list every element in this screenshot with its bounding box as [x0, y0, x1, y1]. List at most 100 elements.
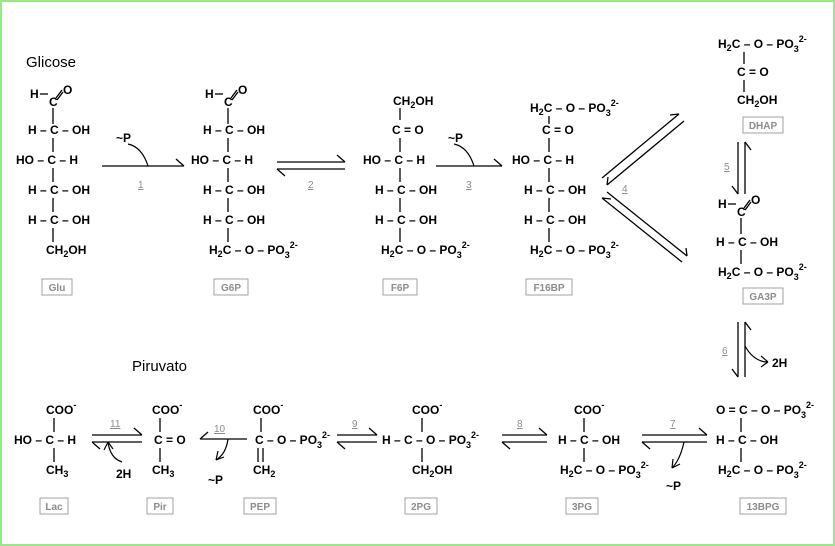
label-box-3pg	[565, 497, 599, 515]
step-number-9: 9	[352, 419, 358, 430]
svg-text:C – O – PO32-: C – O – PO32-	[255, 430, 330, 450]
svg-text:C: C	[737, 205, 746, 219]
svg-text:HO – C – H: HO – C – H	[363, 153, 425, 167]
caption-piruvato: Piruvato	[132, 358, 188, 375]
label-lac: Lac	[45, 502, 63, 513]
svg-text:HO – C – H: HO – C – H	[191, 153, 253, 167]
label-dhap: DHAP	[749, 121, 778, 132]
step-number-5: 5	[724, 162, 730, 173]
molecule-3pg: COO- H – C – OH H2C – O – PO32-	[558, 400, 649, 480]
svg-text:O: O	[238, 83, 247, 97]
svg-text:H: H	[205, 87, 214, 101]
svg-text:H – C – OH: H – C – OH	[558, 433, 620, 447]
svg-text:C: C	[224, 95, 233, 109]
step-number-2: 2	[308, 180, 314, 191]
svg-text:CH3: CH3	[152, 463, 174, 479]
reaction-step-4: 4	[601, 113, 688, 263]
svg-text:CH3: CH3	[46, 463, 68, 479]
svg-text:H – C – OH: H – C – OH	[203, 123, 265, 137]
molecule-dhap: H2C – O – PO32- C = O CH2OH	[718, 34, 807, 109]
caption-glicose: Glicose	[26, 54, 77, 71]
glu-row3: HO – C – H	[16, 153, 78, 167]
label-glu: Glu	[49, 283, 66, 294]
svg-text:COO-: COO-	[253, 400, 283, 417]
svg-text:CH2OH: CH2OH	[412, 463, 452, 479]
svg-text:H – C – OH: H – C – OH	[203, 213, 265, 227]
label-box-f16bp	[525, 278, 573, 296]
svg-text:H – C – OH: H – C – OH	[203, 183, 265, 197]
step-number-10: 10	[214, 424, 226, 435]
label-2pg: 2PG	[411, 502, 431, 513]
svg-text:H – C – OH: H – C – OH	[716, 235, 778, 249]
label-3pg: 3PG	[572, 502, 592, 513]
svg-text:H2C – O – PO32-: H2C – O – PO32-	[718, 34, 807, 54]
label-box-2pg	[404, 497, 438, 515]
svg-text:CH2: CH2	[253, 463, 275, 479]
label-box-ga3p	[742, 287, 784, 305]
svg-text:COO-: COO-	[412, 400, 442, 417]
molecule-pyruvate: COO- C = O CH3	[152, 400, 186, 479]
cofactor-p-step10: ~P	[208, 473, 223, 487]
label-ga3p: GA3P	[749, 292, 777, 303]
label-box-g6p	[213, 278, 249, 296]
svg-text:CH2OH: CH2OH	[393, 94, 433, 110]
molecule-lactate: COO- HO – C – H CH3	[14, 400, 76, 479]
step-number-7: 7	[670, 419, 676, 430]
svg-text:COO-: COO-	[152, 400, 182, 417]
svg-text:H: H	[718, 197, 727, 211]
svg-text:HO – C – H: HO – C – H	[512, 153, 574, 167]
svg-text:H2C – O – PO32-: H2C – O – PO32-	[718, 460, 807, 480]
svg-text:O: O	[751, 193, 760, 207]
reaction-step-5: 5	[724, 141, 752, 195]
svg-text:O = C – O – PO32-: O = C – O – PO32-	[716, 400, 814, 420]
svg-text:C = O: C = O	[542, 123, 574, 137]
label-13bpg: 13BPG	[747, 502, 780, 513]
step-number-6: 6	[722, 346, 728, 357]
glu-row4: H – C – OH	[28, 183, 90, 197]
molecule-f16bp: H2C – O – PO32- C = O HO – C – H H – C –…	[512, 98, 619, 260]
svg-text:H2C – O – PO32-: H2C – O – PO32-	[209, 240, 298, 260]
step-number-8: 8	[517, 419, 523, 430]
step-number-11: 11	[110, 419, 121, 430]
molecule-f6p-body: C = O HO – C – H H – C – OH H – C – OH H…	[363, 123, 470, 260]
glu-row5: H – C – OH	[28, 213, 90, 227]
svg-text:H2C – O – PO32-: H2C – O – PO32-	[718, 262, 807, 282]
label-f6p: F6P	[391, 283, 410, 294]
molecule-2pg: COO- H – C – O – PO32- CH2OH	[382, 400, 479, 479]
svg-text:H2C – O – PO32-: H2C – O – PO32-	[530, 98, 619, 118]
label-f16bp: F16BP	[533, 283, 564, 294]
cofactor-p-step1: ~P	[116, 131, 131, 145]
glu-atom-c1: C	[49, 95, 58, 109]
svg-text:H – C – OH: H – C – OH	[524, 183, 586, 197]
step-number-3: 3	[466, 180, 472, 191]
svg-text:COO-: COO-	[46, 400, 76, 417]
reaction-step-8: 8	[501, 419, 548, 450]
reaction-step-9: 9	[336, 419, 378, 450]
svg-text:CH2OH: CH2OH	[737, 93, 777, 109]
reaction-step-3: ~P 3	[436, 131, 503, 191]
svg-text:C = O: C = O	[392, 123, 424, 137]
cofactor-2h-step11: 2H	[116, 467, 131, 481]
reaction-step-6: 2H 6	[722, 321, 787, 378]
molecule-glucose: H C O H – C – OH HO – C – H H – C – OH H…	[16, 83, 90, 259]
label-pir: Pir	[153, 502, 166, 513]
reaction-step-2: 2	[276, 154, 346, 191]
glu-atom-o: O	[63, 83, 72, 97]
label-box-f6p	[382, 278, 418, 296]
svg-text:H2C – O – PO32-: H2C – O – PO32-	[381, 240, 470, 260]
reaction-step-10: ~P 10	[199, 424, 247, 487]
glu-atom-h: H	[30, 87, 39, 101]
svg-text:H – C – O – PO32-: H – C – O – PO32-	[382, 430, 479, 450]
cofactor-p-step3: ~P	[448, 131, 463, 145]
svg-text:H – C – OH: H – C – OH	[716, 433, 778, 447]
svg-text:H2C – O – PO32-: H2C – O – PO32-	[530, 240, 619, 260]
step-number-4: 4	[622, 184, 628, 195]
cofactor-2h-step6: 2H	[772, 356, 787, 370]
molecule-13bpg: O = C – O – PO32- H – C – OH H2C – O – P…	[716, 400, 814, 480]
label-box-lac	[39, 497, 69, 515]
svg-text:HO – C – H: HO – C – H	[14, 433, 76, 447]
reaction-step-1: ~P 1	[102, 131, 185, 191]
molecule-g6p: H C O H – C – OH HO – C – H H – C – OH H…	[191, 83, 298, 260]
svg-text:H – C – OH: H – C – OH	[375, 183, 437, 197]
